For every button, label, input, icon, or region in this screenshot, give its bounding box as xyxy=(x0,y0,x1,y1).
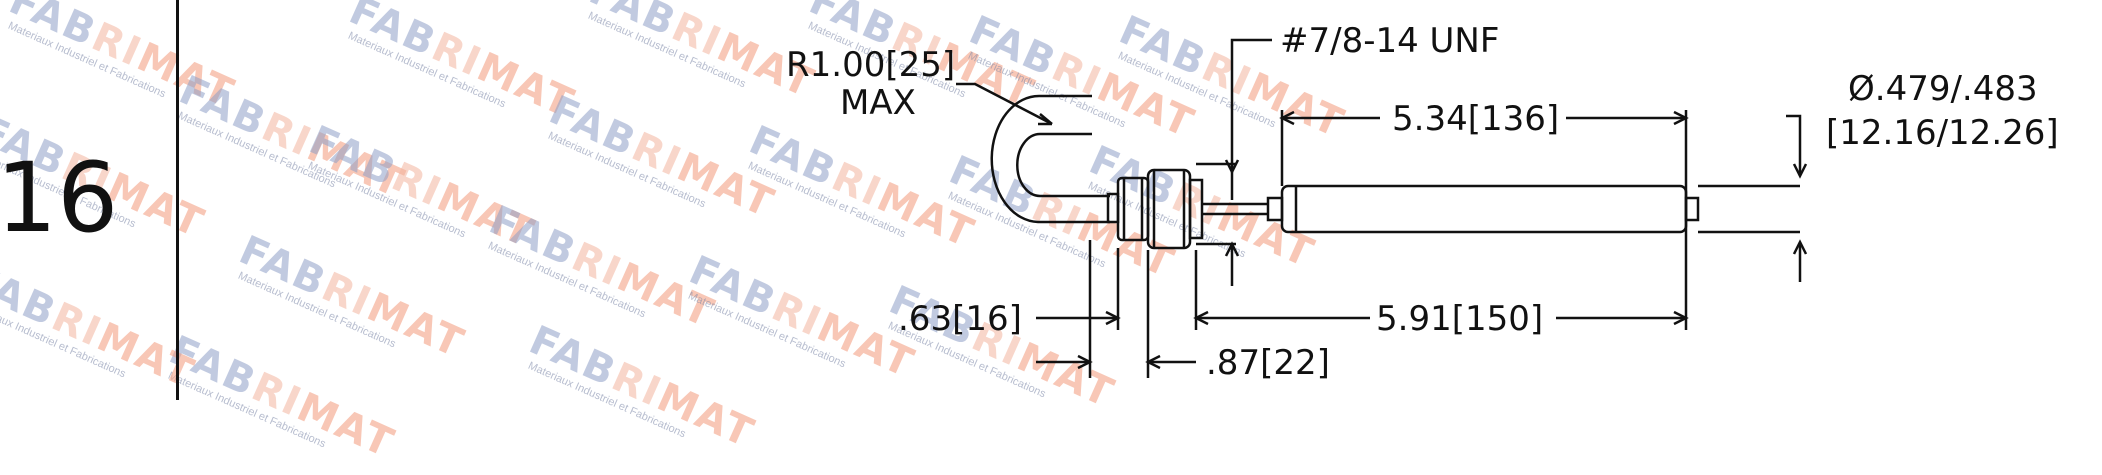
overall-length-arrows xyxy=(1193,310,1689,326)
hex-width-label: .63[16] xyxy=(898,299,1022,339)
probe-neck xyxy=(1202,202,1268,216)
item-number: 16 xyxy=(0,142,119,254)
diameter-leader-top xyxy=(1786,114,1802,176)
bend-radius-qualifier: MAX xyxy=(840,83,916,123)
probe-tube xyxy=(1280,184,1688,234)
probe-tip xyxy=(1684,196,1700,222)
column-divider xyxy=(176,0,179,400)
probe-length-arrows xyxy=(1279,110,1689,126)
nut-height-label: .87[22] xyxy=(1206,343,1330,383)
probe-drawing: #7/8-14 UNF R1.00[25] MAX 5.34[136] Ø.47… xyxy=(786,21,2059,383)
thread-label: #7/8-14 UNF xyxy=(1280,21,1499,61)
diameter-arrow-top xyxy=(1792,163,1808,179)
cable-bend-inner xyxy=(1016,132,1110,198)
bend-radius-label: R1.00[25] xyxy=(786,45,955,85)
hex-width-arrow xyxy=(1105,310,1121,326)
nut-height-arrows xyxy=(1077,354,1161,370)
cable-bend-outer xyxy=(990,94,1110,224)
fitting-body-facets xyxy=(1152,170,1186,248)
diameter-arrow-bottom xyxy=(1792,239,1808,255)
hex-nut xyxy=(1116,176,1150,242)
thread-arrow xyxy=(1224,159,1240,175)
diameter-ext-lines xyxy=(1698,184,1800,234)
thread-arrow-bottom xyxy=(1224,241,1240,286)
thread-leader xyxy=(1230,38,1272,160)
hex-nut-facets xyxy=(1122,178,1144,240)
neck-collar xyxy=(1266,196,1284,222)
diameter-inch-label: Ø.479/.483 xyxy=(1848,69,2038,109)
fitting-shoulder xyxy=(1188,178,1204,240)
overall-length-label: 5.91[150] xyxy=(1376,299,1543,339)
radius-leader xyxy=(956,82,1053,126)
radius-arrow xyxy=(1038,113,1053,126)
diameter-mm-label: [12.16/12.26] xyxy=(1826,113,2059,153)
probe-length-label: 5.34[136] xyxy=(1392,99,1559,139)
cable-lead-lines xyxy=(1040,94,1092,136)
fitting-stub xyxy=(1106,192,1120,224)
